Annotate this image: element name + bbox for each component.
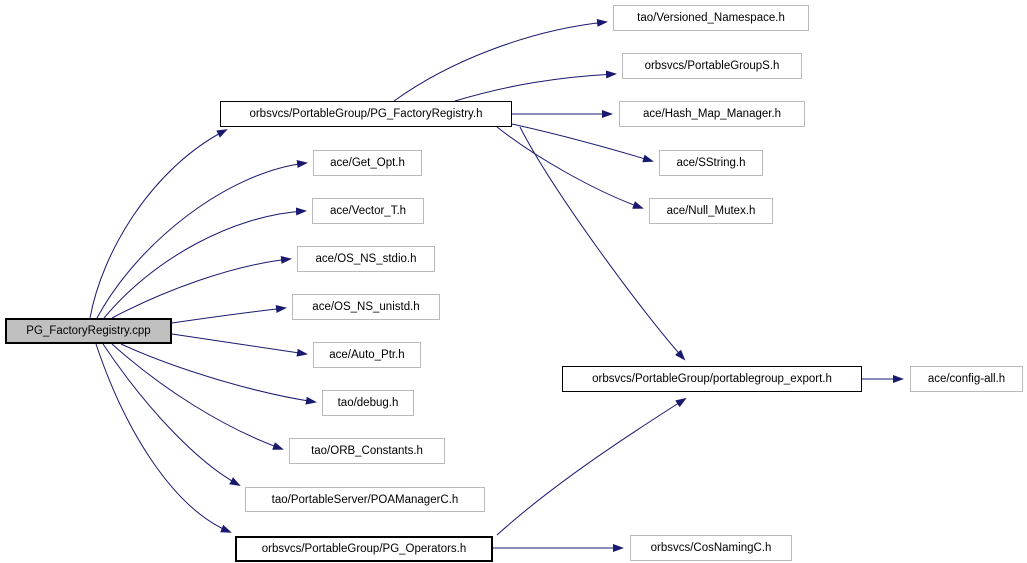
node-label-pgexport: orbsvcs/PortableGroup/portablegroup_expo… [592, 373, 832, 385]
edge-pgfr-h-to-sstring [511, 123, 654, 163]
node-pgops[interactable]: orbsvcs/PortableGroup/PG_Operators.h [235, 536, 493, 562]
node-label-pgfr-h: orbsvcs/PortableGroup/PG_FactoryRegistry… [249, 108, 483, 120]
edge-cpp-to-pgfr-h [89, 129, 228, 319]
edge-cpp-to-getopt [96, 160, 308, 319]
node-label-hashmap: ace/Hash_Map_Manager.h [642, 108, 782, 120]
node-label-cosnaming: orbsvcs/CosNamingC.h [650, 542, 772, 554]
node-label-versioned: tao/Versioned_Namespace.h [637, 12, 785, 24]
node-cosnaming: orbsvcs/CosNamingC.h [630, 535, 792, 561]
node-pgfr-h[interactable]: orbsvcs/PortableGroup/PG_FactoryRegistry… [220, 101, 512, 127]
node-getopt: ace/Get_Opt.h [313, 150, 422, 176]
edge-pgfr-h-to-nullmutex [496, 126, 644, 209]
edge-cpp-to-pgops [95, 343, 232, 533]
node-vectort: ace/Vector_T.h [312, 198, 424, 224]
node-label-osstdio: ace/OS_NS_stdio.h [315, 253, 417, 265]
node-label-debug: tao/debug.h [337, 397, 399, 409]
edge-group [89, 18, 904, 552]
node-label-sstring: ace/SString.h [676, 157, 746, 169]
node-pgs: orbsvcs/PortableGroupS.h [622, 53, 802, 79]
node-label-nullmutex: ace/Null_Mutex.h [666, 205, 756, 217]
edge-cpp-to-osstdio [111, 255, 292, 319]
node-label-pgs: orbsvcs/PortableGroupS.h [644, 60, 780, 72]
edge-cpp-to-autoptr [171, 333, 308, 357]
node-label-pgops: orbsvcs/PortableGroup/PG_Operators.h [261, 543, 467, 555]
edge-pgops-to-pgexport [496, 397, 687, 536]
node-label-orbconst: tao/ORB_Constants.h [311, 445, 423, 457]
node-orbconst: tao/ORB_Constants.h [289, 438, 445, 464]
node-hashmap: ace/Hash_Map_Manager.h [619, 101, 805, 127]
node-label-osunistd: ace/OS_NS_unistd.h [312, 301, 420, 313]
node-versioned: tao/Versioned_Namespace.h [613, 5, 809, 31]
node-autoptr: ace/Auto_Ptr.h [313, 342, 421, 368]
edge-cpp-to-orbconst [111, 343, 284, 450]
node-label-cpp: PG_FactoryRegistry.cpp [26, 325, 151, 337]
node-label-poamgr: tao/PortableServer/POAManagerC.h [271, 493, 459, 506]
node-label-autoptr: ace/Auto_Ptr.h [329, 349, 405, 361]
node-osunistd: ace/OS_NS_unistd.h [292, 294, 440, 320]
edge-pgfr-h-to-versioned [393, 18, 608, 102]
edge-pgfr-h-to-pgs [454, 70, 617, 102]
node-osstdio: ace/OS_NS_stdio.h [297, 246, 435, 272]
edge-cpp-to-vectort [103, 207, 307, 319]
node-label-configall: ace/config-all.h [927, 373, 1006, 385]
node-poamgr: tao/PortableServer/POAManagerC.h [245, 487, 485, 512]
node-label-getopt: ace/Get_Opt.h [330, 157, 405, 169]
node-pgexport[interactable]: orbsvcs/PortableGroup/portablegroup_expo… [562, 366, 862, 392]
edge-cpp-to-debug [120, 343, 317, 405]
edge-pgfr-h-to-pgexport [519, 126, 686, 361]
edge-cpp-to-poamgr [102, 343, 241, 486]
node-cpp: PG_FactoryRegistry.cpp [5, 318, 172, 344]
edge-cpp-to-osunistd [171, 305, 287, 324]
node-debug: tao/debug.h [322, 390, 414, 416]
node-label-vectort: ace/Vector_T.h [329, 205, 407, 217]
node-configall: ace/config-all.h [910, 366, 1023, 392]
node-sstring: ace/SString.h [659, 150, 763, 176]
node-nullmutex: ace/Null_Mutex.h [649, 198, 773, 224]
